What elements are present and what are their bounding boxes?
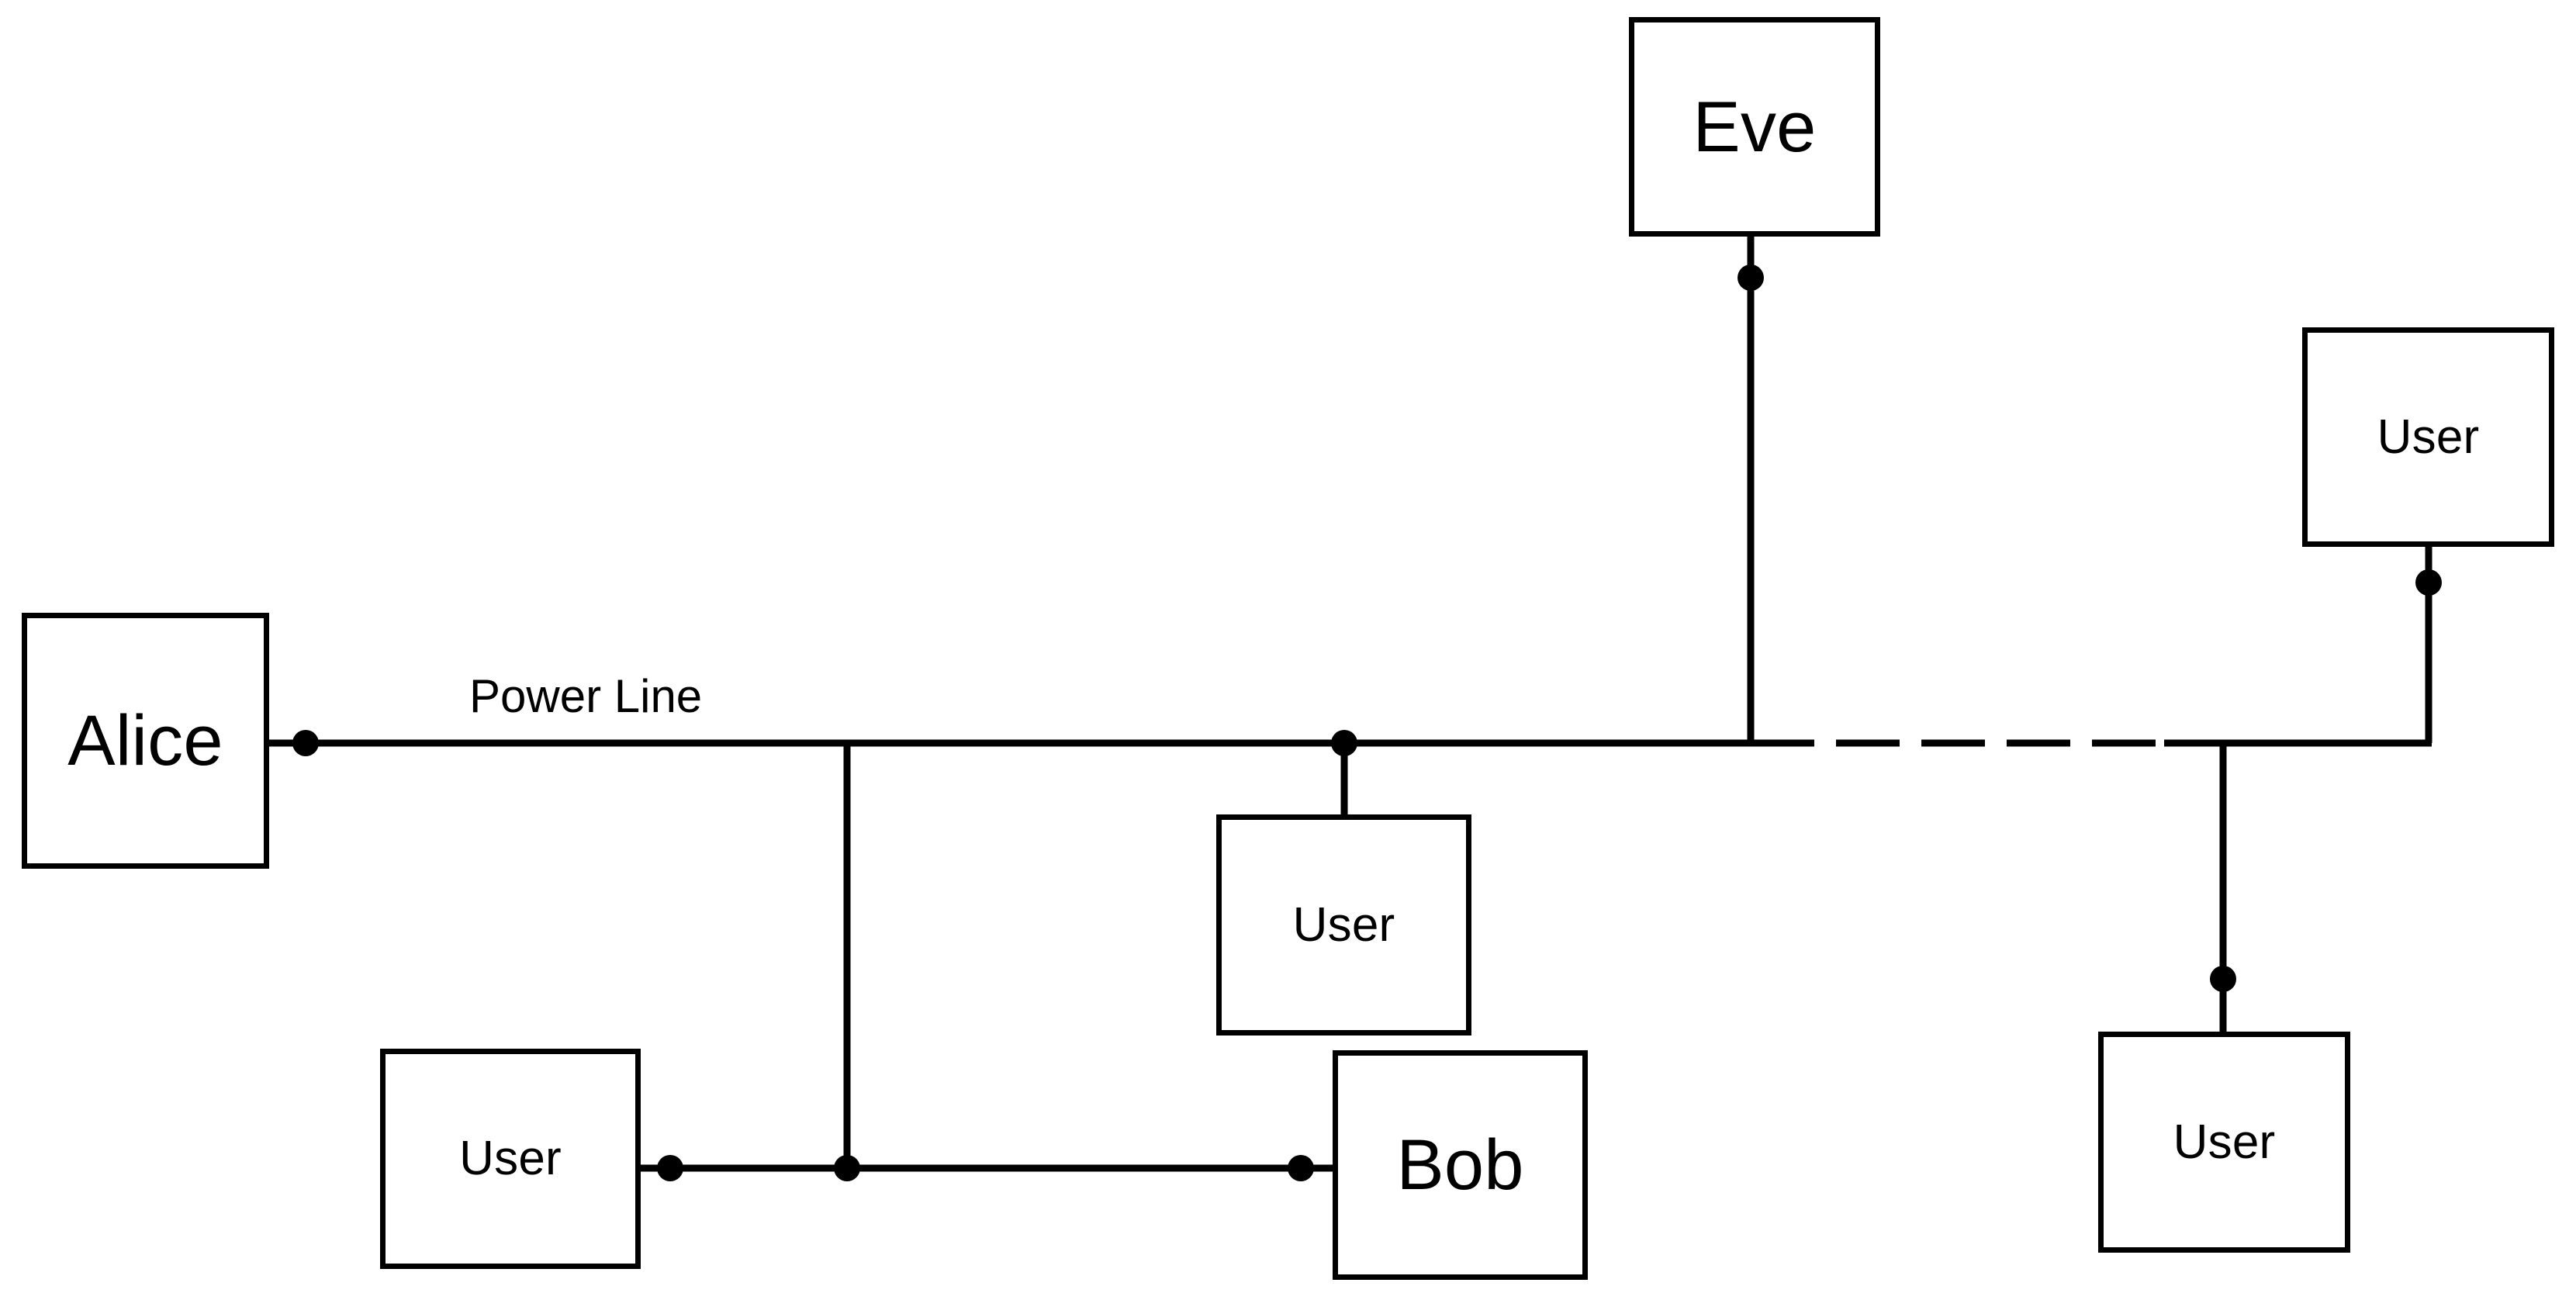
node-label-bob: Bob (1396, 1125, 1524, 1205)
connection-dots-group (292, 264, 2442, 1181)
node-label-user-middle: User (1292, 897, 1395, 952)
edges-group (269, 237, 2433, 1172)
node-user-middle[interactable]: User (1216, 814, 1471, 1036)
node-label-user-top-right: User (2377, 410, 2480, 464)
connection-dot-user-top-right[interactable] (2415, 569, 2442, 596)
node-label-user-bottom-left: User (459, 1132, 562, 1185)
connection-dot-bob[interactable] (1288, 1155, 1314, 1181)
power-line-label: Power Line (469, 670, 703, 722)
connection-dot-alice[interactable] (292, 730, 319, 756)
node-user-bottom-left[interactable]: User (380, 1049, 641, 1269)
node-eve[interactable]: Eve (1629, 17, 1880, 237)
node-label-alice: Alice (67, 701, 223, 780)
node-label-user-bottom-right: User (2173, 1115, 2276, 1169)
connection-dot-user-middle[interactable] (1331, 730, 1357, 756)
node-label-eve: Eve (1693, 87, 1817, 167)
connection-dot-eve[interactable] (1738, 264, 1764, 291)
node-bob[interactable]: Bob (1333, 1050, 1588, 1280)
node-user-top-right[interactable]: User (2302, 327, 2554, 547)
connection-dot-user-bottom-left[interactable] (657, 1155, 683, 1181)
node-user-bottom-right[interactable]: User (2098, 1032, 2350, 1253)
connection-dot-user-bottom-right[interactable] (2210, 966, 2236, 992)
connection-dot-branch-junction[interactable] (834, 1155, 860, 1181)
node-alice[interactable]: Alice (22, 613, 269, 869)
